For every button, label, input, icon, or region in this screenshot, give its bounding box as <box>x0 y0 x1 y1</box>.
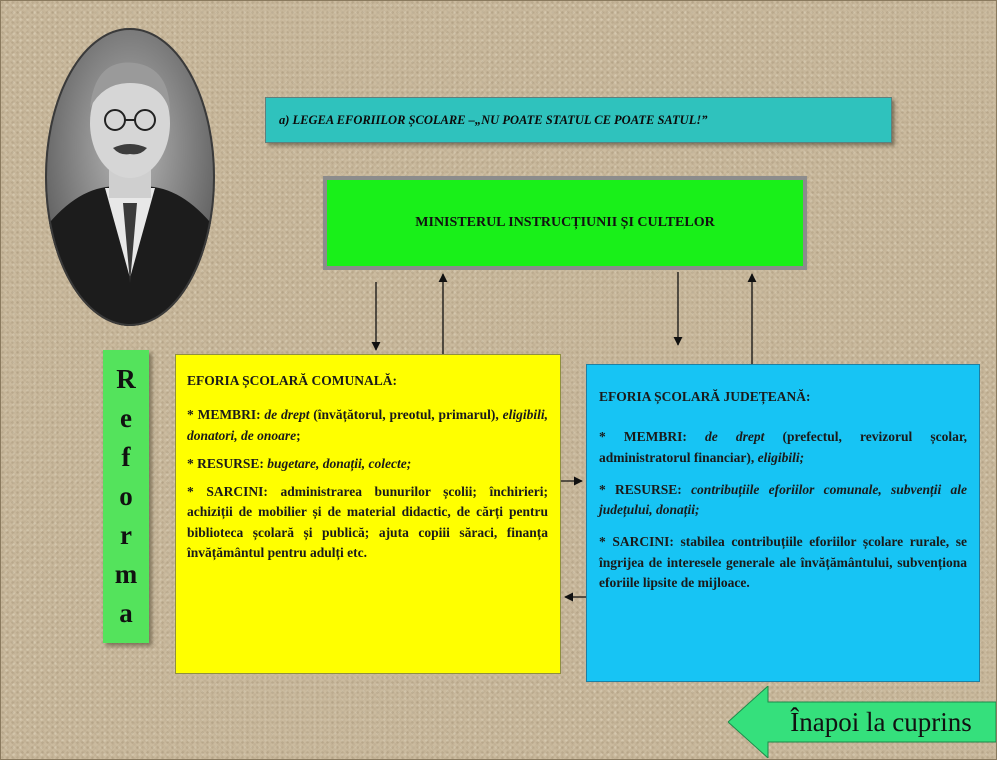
county-resources-label: * RESURSE: <box>599 481 682 497</box>
county-resources-text: contribuțiile eforiilor comunale, subven… <box>599 481 967 517</box>
reforma-letter: r <box>120 520 132 550</box>
county-resources: * RESURSE: contribuțiile eforiilor comun… <box>599 480 967 521</box>
reforma-letter: a <box>119 598 133 628</box>
title-prefix: a) LEGEA EFORIILOR ȘCOLARE – <box>279 112 475 127</box>
reforma-letter: e <box>120 403 132 433</box>
title-motto: „NU POATE STATUL CE POATE SATUL!” <box>474 112 708 127</box>
county-tasks: * SARCINI: stabilea contribuțiile eforii… <box>599 532 967 593</box>
left-arrow-icon <box>728 686 996 758</box>
communal-resources: * RESURSE: bugetare, donații, colecte; <box>187 454 548 474</box>
county-title: EFORIA ȘCOLARĂ JUDEȚEANĂ: <box>599 389 811 404</box>
reforma-label: R e f o r m a <box>103 350 149 643</box>
county-members: * MEMBRI: de drept (prefectul, revizorul… <box>599 427 967 468</box>
communal-tasks-label: * SARCINI: <box>187 484 268 499</box>
title-banner: a) LEGEA EFORIILOR ȘCOLARE – „NU POATE S… <box>265 97 892 143</box>
communal-tasks-text: administrarea bunurilor școlii; închirie… <box>187 484 549 560</box>
communal-ephorate-box: EFORIA ȘCOLARĂ COMUNALĂ: * MEMBRI: de dr… <box>175 354 561 674</box>
communal-members: * MEMBRI: de drept (învățătorul, preotul… <box>187 405 548 446</box>
county-members-label: * MEMBRI: <box>599 429 687 445</box>
county-members-a: de drept <box>705 429 765 445</box>
back-to-contents-button[interactable]: Înapoi la cuprins <box>728 686 996 758</box>
communal-members-label: * MEMBRI: <box>187 407 261 423</box>
reforma-letter: R <box>116 364 136 394</box>
ministry-box: MINISTERUL INSTRUCȚIUNII ȘI CULTELOR <box>323 176 807 270</box>
communal-members-b: (învățătorul, preotul, primarul), <box>313 407 499 423</box>
communal-title: EFORIA ȘCOLARĂ COMUNALĂ: <box>187 373 398 388</box>
portrait-photo <box>45 28 215 326</box>
reforma-letter: o <box>119 481 133 511</box>
communal-resources-label: * RESURSE: <box>187 455 264 471</box>
back-to-contents-label: Înapoi la cuprins <box>790 706 972 737</box>
reforma-letter: m <box>114 559 138 589</box>
reforma-letter: f <box>121 442 131 472</box>
county-members-b: (prefectul, revizorul școlar, administra… <box>599 429 968 465</box>
communal-resources-text: bugetare, donații, colecte; <box>267 455 412 471</box>
communal-members-end: ; <box>296 427 301 443</box>
communal-tasks: * SARCINI: administrarea bunurilor școli… <box>187 482 548 563</box>
communal-members-c: eligibili, donatori, de onoare <box>187 407 549 443</box>
county-ephorate-box: EFORIA ȘCOLARĂ JUDEȚEANĂ: * MEMBRI: de d… <box>586 364 980 682</box>
county-tasks-label: * SARCINI: <box>599 534 674 550</box>
county-tasks-text: stabilea contribuțiile eforiilor școlare… <box>599 534 967 590</box>
ministry-label: MINISTERUL INSTRUCȚIUNII ȘI CULTELOR <box>415 215 715 230</box>
county-members-c: eligibili; <box>757 449 805 465</box>
communal-members-a: de drept <box>264 407 310 423</box>
